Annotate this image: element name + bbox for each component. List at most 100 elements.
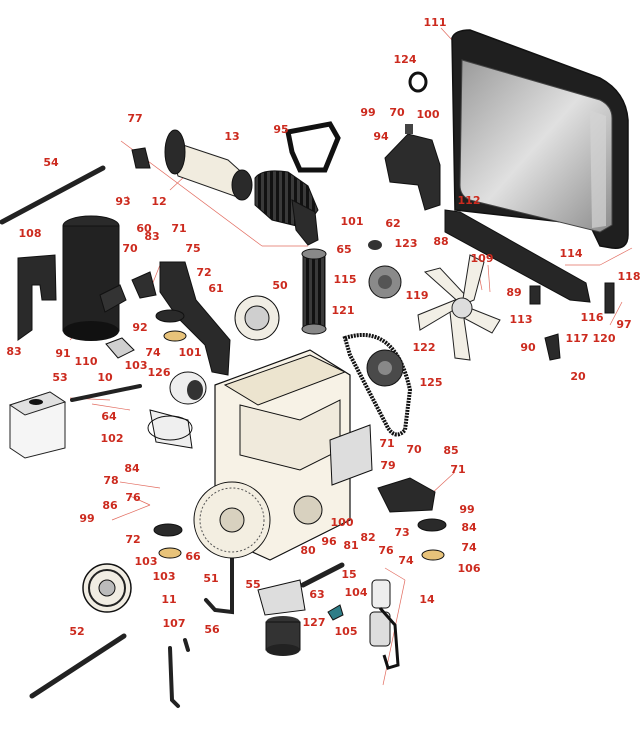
callout-label[interactable]: 108 [18,227,42,240]
callout-label[interactable]: 107 [162,617,186,630]
callout-label[interactable]: 83 [6,345,22,358]
callout-label[interactable]: 74 [145,346,161,359]
callout-label[interactable]: 118 [617,270,641,283]
callout-label[interactable]: 100 [416,108,440,121]
callout-label[interactable]: 50 [272,279,288,292]
callout-label[interactable]: 15 [341,568,357,581]
callout-label[interactable]: 78 [103,474,119,487]
callout-label[interactable]: 93 [115,195,131,208]
callout-label[interactable]: 51 [203,572,219,585]
callout-label[interactable]: 12 [151,195,167,208]
callout-label[interactable]: 73 [394,526,410,539]
callout-label[interactable]: 96 [321,535,337,548]
callout-label[interactable]: 102 [100,432,124,445]
callout-label[interactable]: 126 [147,366,171,379]
callout-label[interactable]: 88 [433,235,449,248]
muffler-part [62,215,127,341]
callout-label[interactable]: 124 [393,53,417,66]
callout-label[interactable]: 55 [245,578,261,591]
callout-label[interactable]: 52 [69,625,85,638]
callout-label[interactable]: 97 [616,318,632,331]
callout-label[interactable]: 125 [419,376,443,389]
callout-label[interactable]: 99 [459,503,475,516]
callout-label[interactable]: 70 [406,443,422,456]
callout-label[interactable]: 101 [340,215,364,228]
callout-label[interactable]: 74 [461,541,477,554]
callout-label[interactable]: 104 [344,586,368,599]
callout-label[interactable]: 109 [470,252,494,265]
callout-label[interactable]: 103 [124,359,148,372]
callout-label[interactable]: 81 [343,539,359,552]
callout-label[interactable]: 100 [330,516,354,529]
callout-label[interactable]: 112 [457,194,481,207]
callout-label[interactable]: 63 [309,588,325,601]
callout-label[interactable]: 20 [570,370,586,383]
callout-label[interactable]: 77 [127,112,143,125]
callout-label[interactable]: 53 [52,371,68,384]
callout-label[interactable]: 105 [334,625,358,638]
callout-label[interactable]: 114 [559,247,583,260]
callout-label[interactable]: 115 [333,273,357,286]
callout-label[interactable]: 89 [506,286,522,299]
callout-label[interactable]: 106 [457,562,481,575]
callout-label[interactable]: 111 [423,16,447,29]
callout-label[interactable]: 76 [378,544,394,557]
callout-label[interactable]: 122 [412,341,436,354]
callout-label[interactable]: 66 [185,550,201,563]
callout-label[interactable]: 62 [385,217,401,230]
callout-label[interactable]: 120 [592,332,616,345]
callout-label[interactable]: 79 [380,459,396,472]
callout-label[interactable]: 94 [373,130,389,143]
callout-label[interactable]: 95 [273,123,289,136]
callout-label[interactable]: 117 [565,332,589,345]
callout-label[interactable]: 86 [102,499,118,512]
callout-label[interactable]: 65 [336,243,352,256]
callout-label[interactable]: 76 [125,491,141,504]
callout-label[interactable]: 70 [389,106,405,119]
callout-label[interactable]: 11 [161,593,177,606]
callout-label[interactable]: 113 [509,313,533,326]
callout-label[interactable]: 60 [136,222,152,235]
sensor-127-part [327,604,344,621]
callout-label[interactable]: 72 [125,533,141,546]
callout-label[interactable]: 71 [379,437,395,450]
callout-label[interactable]: 83 [144,230,160,243]
callout-label[interactable]: 54 [43,156,59,169]
callout-label[interactable]: 90 [520,341,536,354]
callout-label[interactable]: 14 [419,593,435,606]
callout-label[interactable]: 82 [360,531,376,544]
callout-label[interactable]: 121 [331,304,355,317]
callout-label[interactable]: 74 [398,554,414,567]
callout-label[interactable]: 64 [101,410,117,423]
callout-label[interactable]: 85 [443,444,459,457]
callout-label[interactable]: 80 [300,544,316,557]
callout-label[interactable]: 71 [171,222,187,235]
callout-label[interactable]: 92 [132,321,148,334]
bracket-94-part [384,124,441,211]
callout-label[interactable]: 84 [124,462,140,475]
callout-label[interactable]: 127 [302,616,326,629]
callout-label[interactable]: 13 [224,130,240,143]
callout-label[interactable]: 101 [178,346,202,359]
callout-label[interactable]: 84 [461,521,477,534]
callout-label[interactable]: 10 [97,371,113,384]
callout-label[interactable]: 119 [405,289,429,302]
callout-label[interactable]: 99 [360,106,376,119]
callout-label[interactable]: 103 [152,570,176,583]
oil-filter-part [169,371,207,405]
callout-label[interactable]: 110 [74,355,98,368]
callout-label[interactable]: 91 [55,347,71,360]
bracket-77-part [131,147,151,169]
callout-label[interactable]: 103 [134,555,158,568]
callout-label[interactable]: 72 [196,266,212,279]
callout-label[interactable]: 116 [580,311,604,324]
callout-label[interactable]: 70 [122,242,138,255]
callout-label[interactable]: 99 [79,512,95,525]
callout-label[interactable]: 61 [208,282,224,295]
lower-panel-part [444,209,591,303]
callout-label[interactable]: 123 [394,237,418,250]
callout-label[interactable]: 71 [450,463,466,476]
water-pump-part [368,240,402,299]
callout-label[interactable]: 56 [204,623,220,636]
callout-label[interactable]: 75 [185,242,201,255]
